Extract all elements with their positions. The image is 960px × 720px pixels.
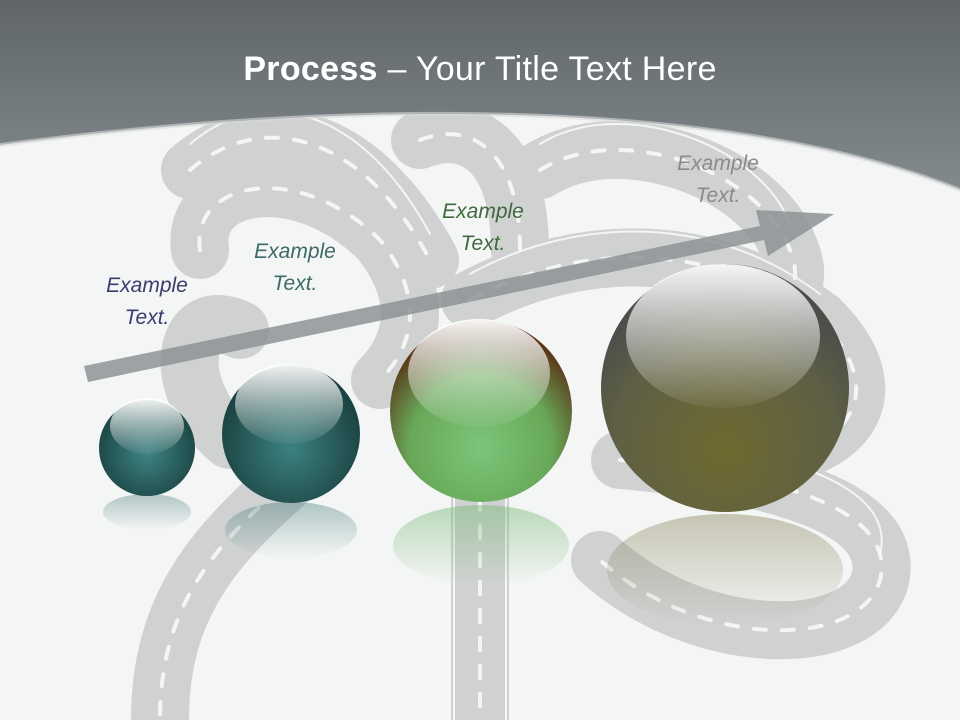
title-rest: – Your Title Text Here: [377, 50, 717, 88]
slide-title: Process – Your Title Text Here: [0, 50, 960, 89]
sphere-1-icon: [99, 398, 195, 496]
sphere-reflection: [225, 502, 357, 558]
sphere-2-icon: [222, 364, 360, 503]
title-bold: Process: [243, 50, 378, 88]
sphere-4-icon: [601, 264, 849, 512]
header-band: [0, 0, 960, 190]
progress-arrow: [84, 210, 834, 382]
sphere-3-icon: [390, 319, 572, 502]
sphere-reflection: [607, 514, 843, 626]
sphere-reflection: [103, 494, 191, 530]
sphere-reflection: [393, 505, 569, 585]
